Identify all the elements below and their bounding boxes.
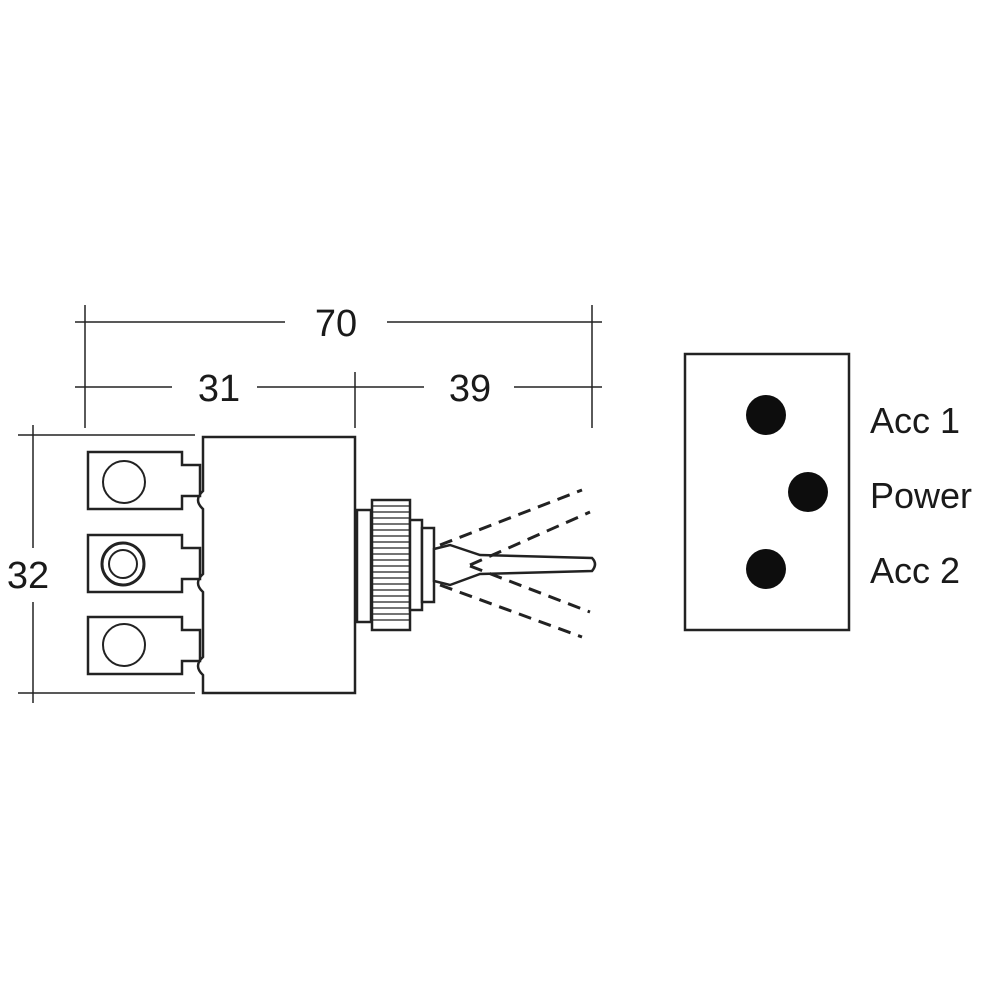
dim-label-toggle-length: 39: [449, 368, 491, 410]
dim-label-height: 32: [7, 555, 49, 597]
terminal-lugs: [86, 450, 202, 676]
terminal-lug-top: [86, 450, 202, 511]
pin-acc-1-icon: [746, 395, 786, 435]
bushing-tip: [420, 526, 436, 604]
washer: [408, 518, 424, 612]
pin-label-acc-2: Acc 2: [870, 550, 960, 591]
knurled-nut: [370, 498, 412, 632]
toggle-up-position-upper: [439, 488, 583, 547]
pin-label-acc-1: Acc 1: [870, 400, 960, 441]
dim-label-overall-length: 70: [315, 303, 357, 345]
pin-acc-2-icon: [746, 549, 786, 589]
toggle-up-position-lower: [469, 510, 591, 567]
dim-label-body-length: 31: [198, 368, 240, 410]
terminal-lug-bottom: [86, 615, 202, 676]
screw-head-icon: [108, 549, 138, 579]
housing-outline: [196, 435, 357, 695]
bushing-base: [355, 508, 373, 624]
toggle-down-position-lower: [439, 583, 583, 639]
toggle-down-position-upper: [469, 564, 591, 614]
switch-body: [196, 435, 357, 695]
pin-label-power: Power: [870, 475, 972, 516]
pin-power-icon: [788, 472, 828, 512]
bushing-assembly: [355, 498, 436, 632]
terminal-lug-middle: [86, 533, 202, 594]
knurl-lines: [372, 505, 410, 621]
screw-hole-icon: [102, 460, 146, 504]
screw-hole-icon: [100, 541, 146, 587]
terminal-layout: [683, 352, 851, 632]
dimension-lines: [18, 305, 602, 703]
screw-hole-icon: [102, 623, 146, 667]
toggle-lever: [432, 543, 597, 587]
toggle-alternate-positions: [439, 488, 591, 639]
